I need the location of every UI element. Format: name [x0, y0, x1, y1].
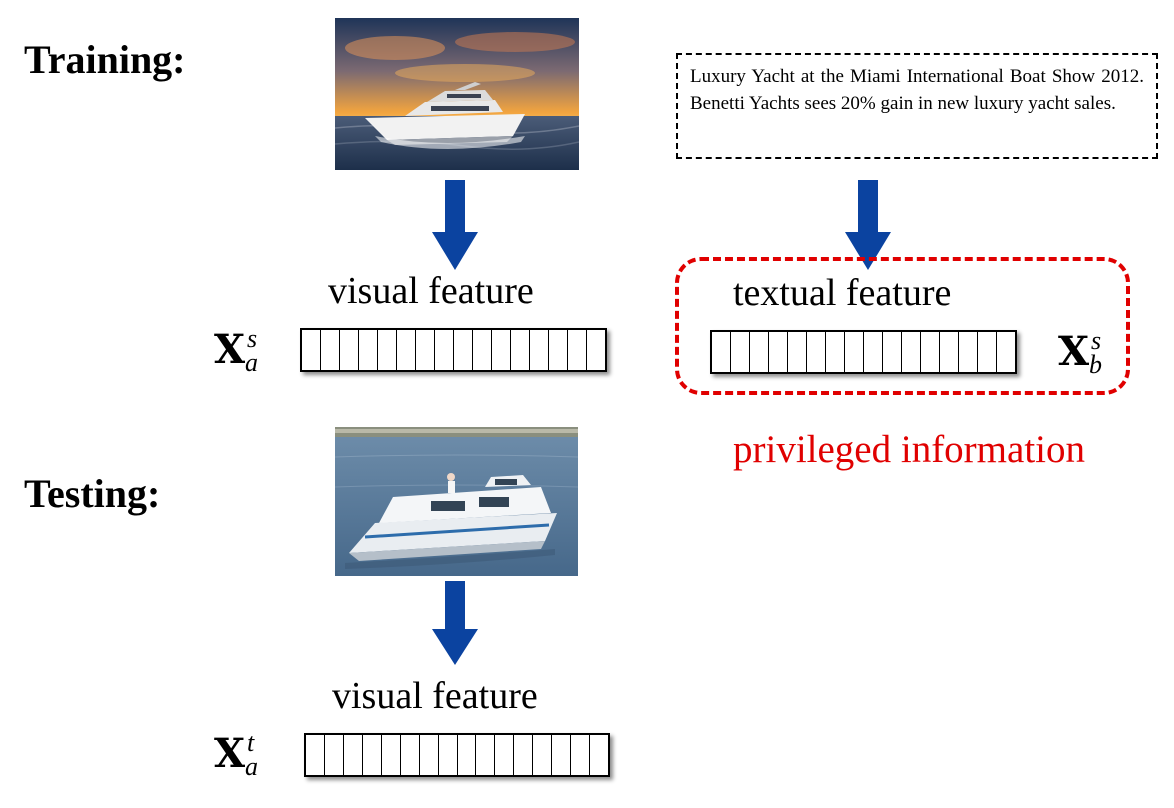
vector-cell: [420, 735, 439, 775]
vector-cell: [587, 330, 605, 370]
vector-cell: [321, 330, 340, 370]
vector-cell: [864, 332, 883, 372]
arrow-down-icon: [432, 180, 478, 270]
symbol-x: X: [1058, 328, 1090, 375]
vector-cell: [997, 332, 1015, 372]
vector-cell: [340, 330, 359, 370]
vector-cell: [552, 735, 572, 775]
testing-label: Testing:: [24, 471, 161, 516]
privileged-information-box: [675, 257, 1130, 395]
vector-cell: [750, 332, 769, 372]
training-visual-feature-label: visual feature: [328, 270, 534, 312]
vector-cell: [731, 332, 750, 372]
symbol-x: X: [214, 326, 246, 373]
vector-cell: [382, 735, 401, 775]
vector-cell: [344, 735, 363, 775]
vector-cell: [571, 735, 591, 775]
symbol-sup: s: [247, 324, 258, 353]
symbol-sup: t: [247, 728, 255, 757]
vector-cell: [476, 735, 496, 775]
vector-cell: [549, 330, 568, 370]
arrow-down-icon: [432, 581, 478, 665]
vector-cell: [978, 332, 997, 372]
vector-cell: [363, 735, 382, 775]
yacht-sunset-photo: [335, 18, 579, 170]
vector-cell: [769, 332, 788, 372]
vector-cell: [454, 330, 473, 370]
training-label: Training:: [24, 37, 186, 82]
textual-feature-vector: [710, 330, 1017, 374]
privileged-information-label: privileged information: [733, 428, 1085, 471]
vector-cell: [473, 330, 492, 370]
vector-cell: [514, 735, 534, 775]
vector-cell: [940, 332, 959, 372]
symbol-sub: a: [245, 348, 259, 377]
vector-cell: [325, 735, 344, 775]
vector-cell: [302, 330, 321, 370]
vector-cell: [397, 330, 416, 370]
vector-cell: [359, 330, 378, 370]
vector-cell: [511, 330, 530, 370]
vector-cell: [712, 332, 731, 372]
symbol-sup: s: [1091, 326, 1102, 355]
vector-cell: [378, 330, 397, 370]
image-caption-box: Luxury Yacht at the Miami International …: [676, 53, 1158, 159]
vector-cell: [826, 332, 845, 372]
vector-cell: [530, 330, 549, 370]
vector-cell: [788, 332, 807, 372]
houseboat-lake-photo: [335, 427, 578, 576]
vector-cell: [439, 735, 458, 775]
vector-cell: [306, 735, 325, 775]
testing-visual-feature-label: visual feature: [332, 675, 538, 717]
vector-cell: [883, 332, 902, 372]
vector-cell: [845, 332, 864, 372]
symbol-x: X: [214, 730, 246, 777]
vector-cell: [902, 332, 921, 372]
vector-cell: [495, 735, 515, 775]
vector-cell: [533, 735, 553, 775]
vector-cell: [458, 735, 477, 775]
vector-cell: [921, 332, 940, 372]
testing-visual-feature-vector: [304, 733, 610, 777]
vector-cell: [492, 330, 511, 370]
arrow-down-icon: [845, 180, 891, 270]
symbol-sub: b: [1089, 350, 1103, 379]
training-visual-feature-vector: [300, 328, 607, 372]
vector-cell: [435, 330, 454, 370]
textual-feature-label: textual feature: [733, 272, 952, 314]
vector-cell: [959, 332, 978, 372]
vector-cell: [401, 735, 420, 775]
vector-cell: [807, 332, 826, 372]
vector-cell: [568, 330, 587, 370]
vector-cell: [416, 330, 435, 370]
vector-cell: [590, 735, 608, 775]
symbol-sub: a: [245, 752, 259, 781]
